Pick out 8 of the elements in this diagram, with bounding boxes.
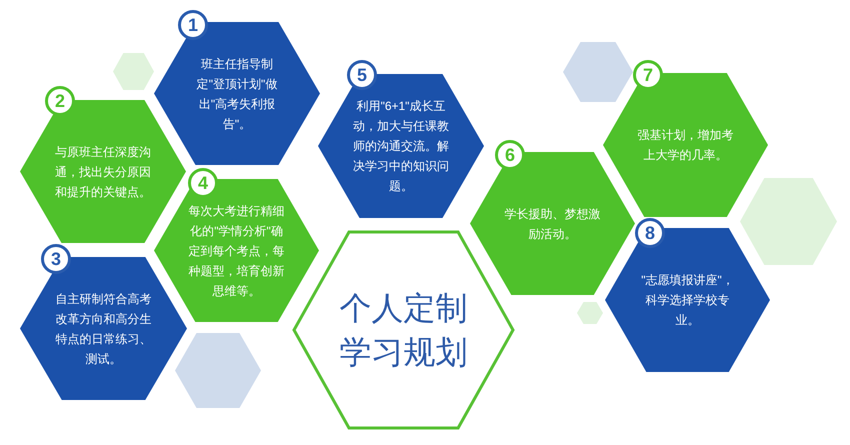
step-number: 1 xyxy=(178,10,208,40)
step-number: 5 xyxy=(347,60,377,90)
step-number: 4 xyxy=(188,168,218,198)
step-number: 8 xyxy=(635,218,665,248)
step-number: 7 xyxy=(633,60,663,90)
step-number: 3 xyxy=(41,244,71,274)
step-number: 6 xyxy=(495,140,525,170)
step-number: 2 xyxy=(45,86,75,116)
